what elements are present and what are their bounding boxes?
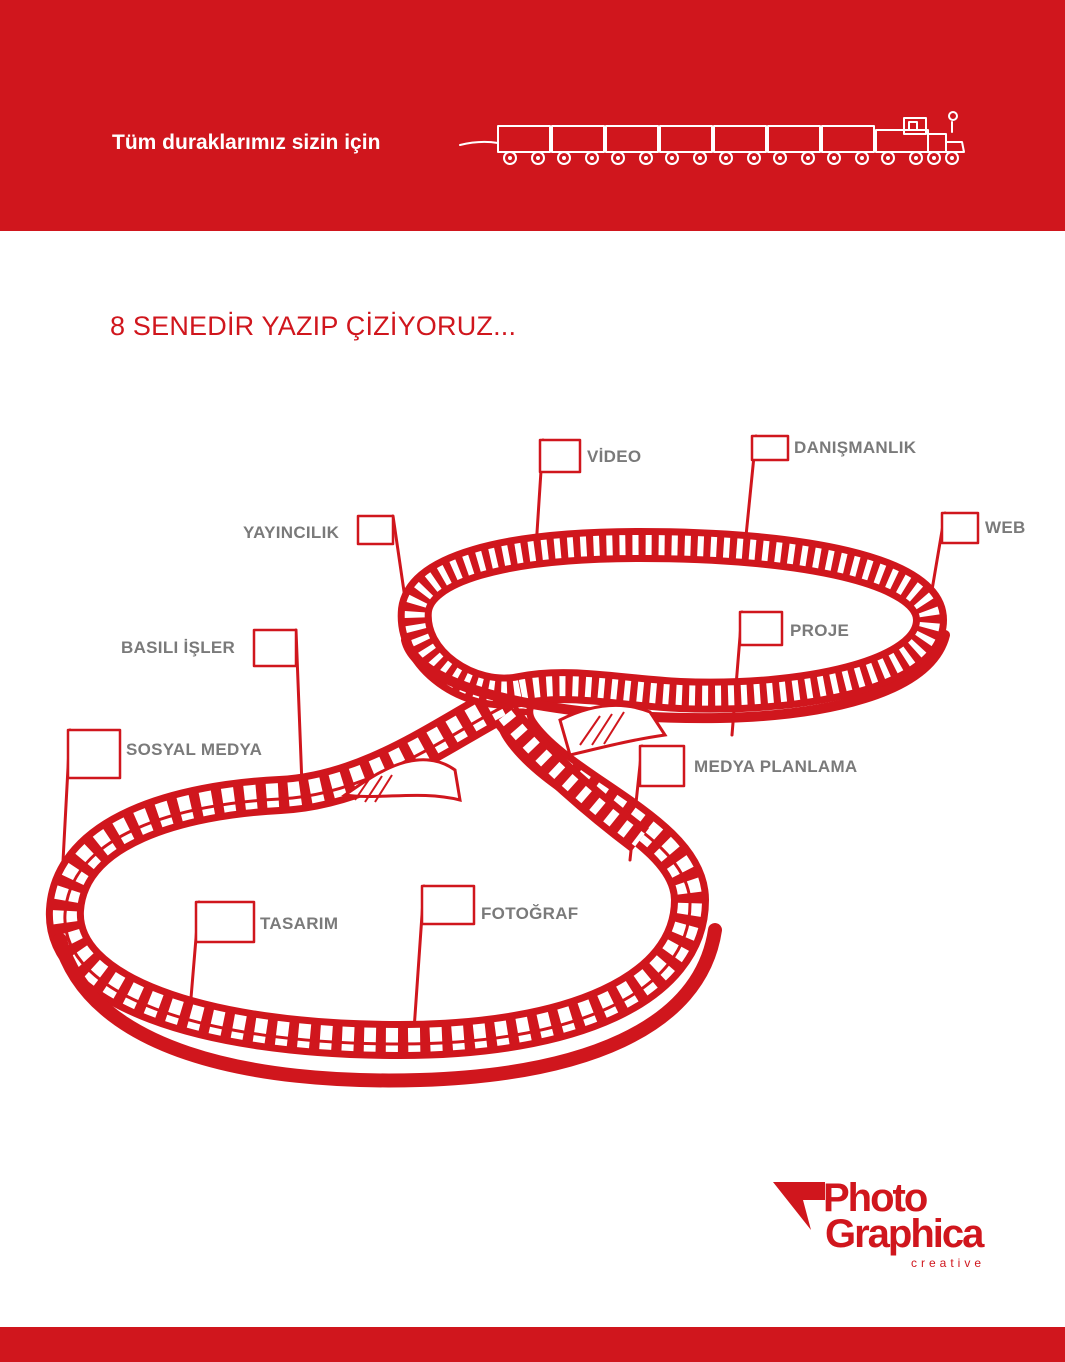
flag-basili-isler <box>252 628 298 668</box>
logo-mark-icon <box>773 1182 825 1230</box>
top-banner <box>0 0 1065 231</box>
flag-label-proje: PROJE <box>790 621 850 640</box>
flag-yayincilik <box>356 514 395 546</box>
logo-line-1: Photo <box>823 1176 928 1220</box>
flag-sosyal-medya <box>66 728 122 780</box>
flag-label-tasarim: TASARIM <box>260 914 339 933</box>
logo-line-2: Graphica <box>825 1212 984 1256</box>
page-headline: 8 SENEDİR YAZIP ÇİZİYORUZ... <box>110 311 517 341</box>
flag-label-fotograf: FOTOĞRAF <box>481 904 579 923</box>
flag-label-basili-isler: BASILI İŞLER <box>121 638 236 657</box>
photographica-logo: Photo Graphica creative <box>773 1176 988 1272</box>
flag-label-medya-planlama: MEDYA PLANLAMA <box>694 757 858 776</box>
logo-subtitle: creative <box>911 1256 986 1270</box>
flag-label-web: WEB <box>985 518 1026 537</box>
tagline: Tüm duraklarımız sizin için <box>112 131 381 154</box>
flag-label-danismanlik: DANIŞMANLIK <box>794 438 917 457</box>
flag-fotograf <box>420 884 476 926</box>
bottom-banner <box>0 1327 1065 1362</box>
train-icon <box>459 111 965 165</box>
flag-label-yayincilik: YAYINCILIK <box>243 523 340 542</box>
flag-medya-planlama <box>638 744 686 788</box>
flag-proje <box>738 610 784 647</box>
flag-label-video: VİDEO <box>587 447 642 466</box>
flag-label-sosyal-medya: SOSYAL MEDYA <box>126 740 263 759</box>
flag-web <box>940 511 980 545</box>
flag-tasarim <box>194 900 256 944</box>
flag-video <box>538 438 582 474</box>
flag-danismanlik <box>750 434 790 462</box>
